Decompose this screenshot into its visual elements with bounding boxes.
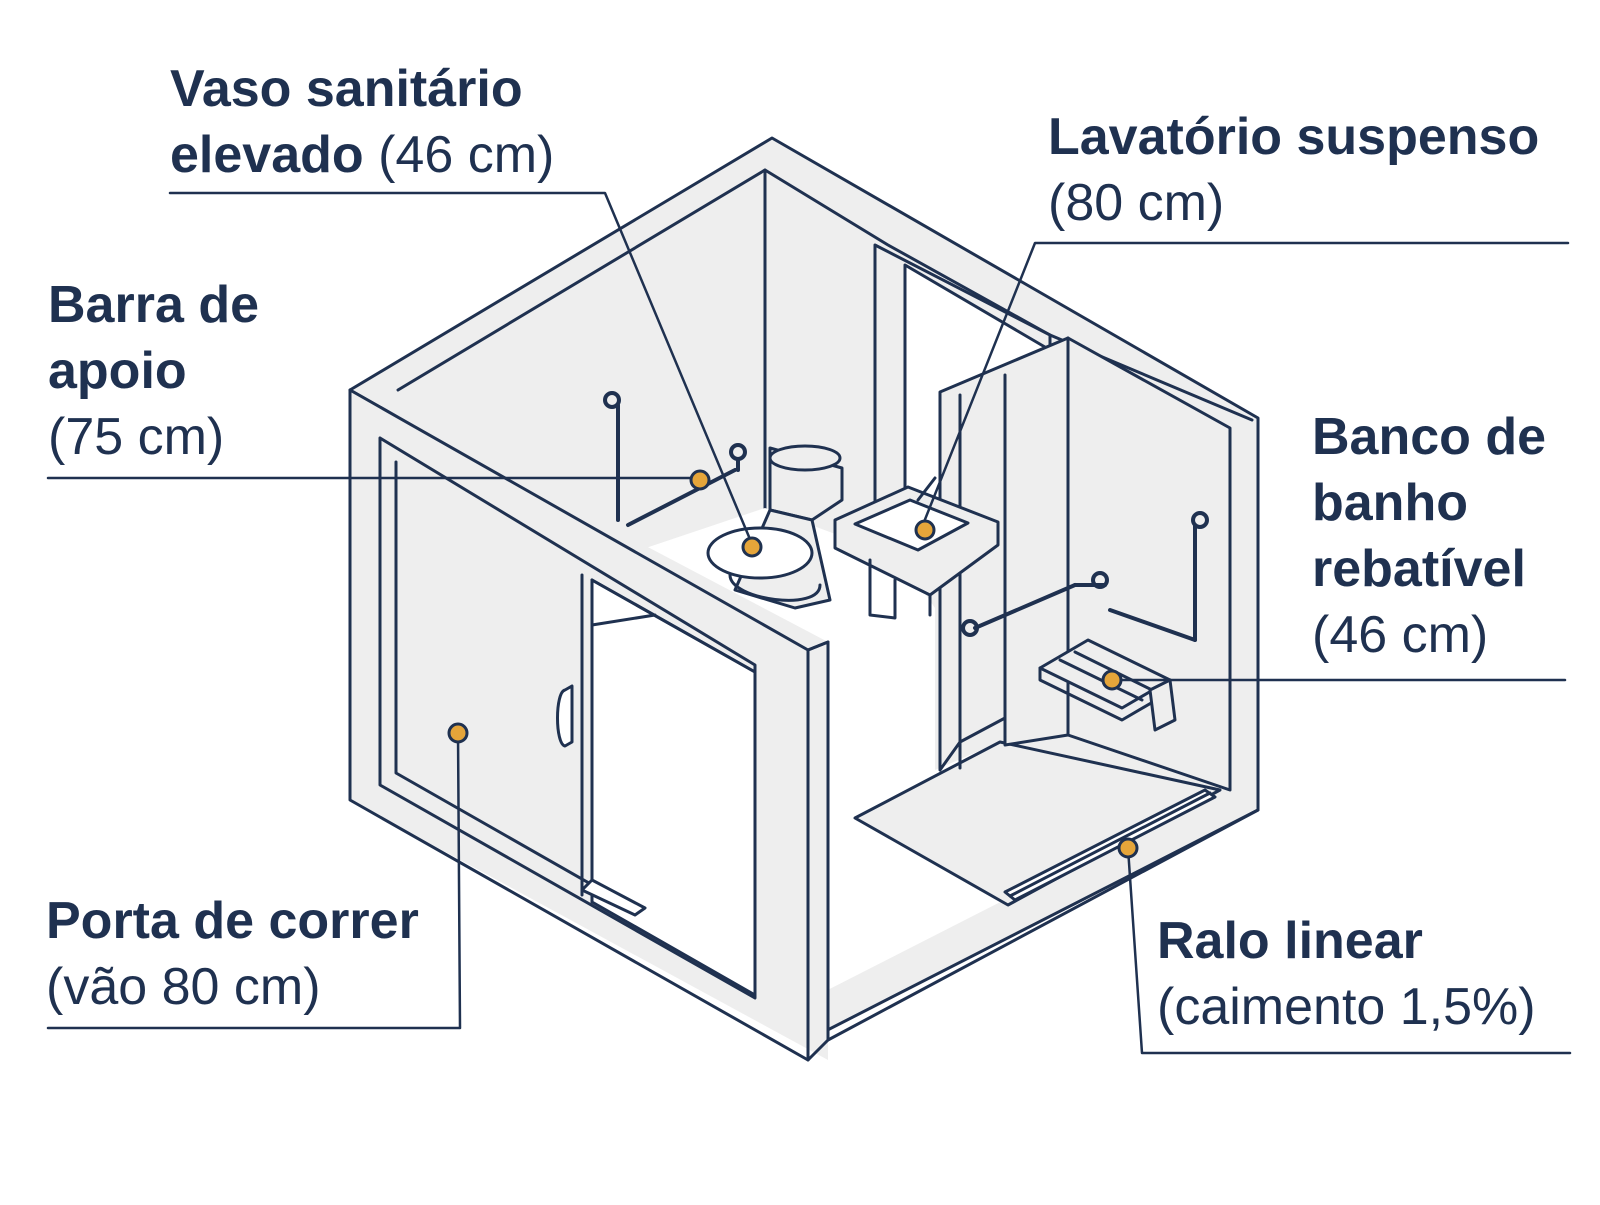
grab-bars-shower (961, 511, 1209, 642)
leader-porta (46, 731, 462, 1030)
leader-lavatorio (920, 241, 1570, 529)
marker-lavatorio (914, 519, 936, 541)
marker-vaso (741, 536, 763, 558)
label-barra: Barra de apoio (75 cm) (48, 272, 259, 470)
door-handle (556, 684, 574, 748)
label-banco-line4: (46 cm) (1312, 606, 1489, 664)
marker-barra (689, 469, 711, 491)
label-porta-line1: Porta de correr (46, 892, 419, 950)
linear-drain (1003, 788, 1217, 902)
label-lavatorio-line2: (80 cm) (1048, 174, 1225, 232)
label-ralo-line1: Ralo linear (1157, 912, 1423, 970)
label-ralo-line2: (caimento 1,5%) (1157, 978, 1536, 1036)
label-ralo: Ralo linear (caimento 1,5%) (1157, 908, 1536, 1040)
label-vaso: Vaso sanitário elevado (46 cm) (170, 56, 554, 188)
label-lavatorio-line1: Lavatório suspenso (1048, 108, 1540, 166)
label-vaso-line2-bold: elevado (170, 126, 364, 184)
grab-bars-back (603, 391, 747, 527)
toilet (706, 444, 844, 610)
label-porta-line2: (vão 80 cm) (46, 958, 321, 1016)
label-vaso-line2-normal: (46 cm) (378, 126, 555, 184)
marker-porta (447, 722, 469, 744)
label-porta: Porta de correr (vão 80 cm) (46, 888, 419, 1020)
marker-banco (1101, 669, 1123, 691)
label-barra-line2: apoio (48, 342, 187, 400)
shower-floor (853, 740, 1222, 907)
label-lavatorio: Lavatório suspenso (80 cm) (1048, 104, 1539, 236)
label-barra-line1: Barra de (48, 276, 259, 334)
leader-lines (46, 191, 1572, 1055)
markers (447, 469, 1139, 859)
back-wall-inner-edge (396, 168, 1254, 422)
marker-ralo (1117, 837, 1139, 859)
label-vaso-line1: Vaso sanitário (170, 60, 523, 118)
leader-ralo (1126, 846, 1572, 1055)
label-banco: Banco de banho rebatível (46 cm) (1312, 404, 1546, 668)
leader-vaso (168, 191, 754, 546)
label-banco-line3: rebatível (1312, 540, 1526, 598)
sink (833, 476, 1000, 620)
label-barra-line3: (75 cm) (48, 408, 225, 466)
label-banco-line2: banho (1312, 474, 1468, 532)
label-banco-line1: Banco de (1312, 408, 1547, 466)
